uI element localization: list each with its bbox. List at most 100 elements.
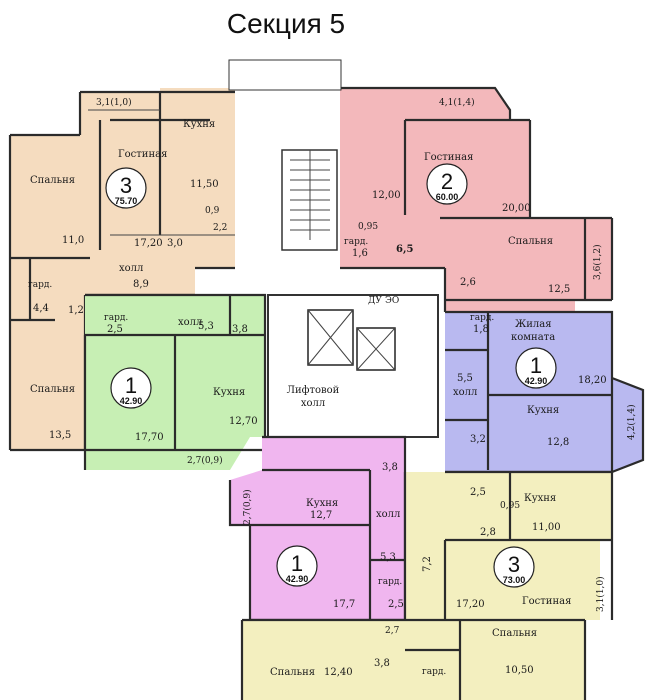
pink-gard-label: гард. bbox=[378, 577, 402, 587]
green-25-area: 2,5 bbox=[107, 324, 123, 335]
pink-kitchen-label: Кухня bbox=[306, 498, 338, 509]
green-1270-area: 12,70 bbox=[229, 416, 258, 427]
left-kitchen-area: 11,50 bbox=[190, 179, 219, 190]
apartment-3-left[interactable] bbox=[8, 88, 235, 452]
left-hall-label: холл bbox=[119, 263, 143, 274]
badge-1-blue-area: 42.90 bbox=[525, 376, 548, 386]
top-balcony-label: 4,1(1,4) bbox=[439, 97, 475, 108]
badge-2-top-area: 60.00 bbox=[436, 192, 459, 202]
pink-53-area: 5,3 bbox=[380, 552, 396, 563]
green-53-area: 5,3 bbox=[198, 321, 214, 332]
green-balcony-label: 2,7(0,9) bbox=[187, 455, 223, 466]
yellow-28-area: 2,8 bbox=[480, 527, 496, 538]
badge-1-blue-rooms: 1 bbox=[530, 353, 542, 378]
left-kitchen-label: Кухня bbox=[183, 119, 215, 130]
pink-25-area: 2,5 bbox=[388, 599, 404, 610]
green-kitchen-label: Кухня bbox=[213, 387, 245, 398]
left-30-area: 3,0 bbox=[167, 238, 183, 249]
blue-18-area: 1,8 bbox=[473, 324, 489, 335]
badge-3-left-rooms: 3 bbox=[120, 173, 132, 198]
green-1770-area: 17,70 bbox=[135, 432, 164, 443]
left-bedroom2-label: Спальня bbox=[30, 384, 75, 395]
yellow-kitchen-label: Кухня bbox=[524, 493, 556, 504]
badge-1-green-rooms: 1 bbox=[125, 373, 137, 398]
blue-living-label-1: Жилая bbox=[515, 319, 552, 330]
badge-2-top-rooms: 2 bbox=[441, 169, 453, 194]
badge-1-green-area: 42.90 bbox=[120, 396, 143, 406]
top-125-area: 12,5 bbox=[548, 284, 570, 295]
left-living-area: 17,20 bbox=[134, 238, 163, 249]
yellow-72-area: 7,2 bbox=[422, 556, 433, 572]
badge-3-left-area: 75.70 bbox=[115, 196, 138, 206]
blue-32-area: 3,2 bbox=[470, 434, 486, 445]
left-gard-area: 4,4 bbox=[33, 303, 49, 314]
yellow-095-area: 0,95 bbox=[500, 501, 520, 511]
left-living-label: Гостиная bbox=[118, 149, 167, 160]
section-title: Секция 5 bbox=[227, 8, 345, 39]
yellow-1050-area: 10,50 bbox=[505, 665, 534, 676]
left-bath2-area: 2,2 bbox=[213, 223, 227, 233]
blue-55-area: 5,5 bbox=[457, 373, 473, 384]
yellow-side-balcony: 3,1(1,0) bbox=[595, 576, 606, 612]
top-16-area: 1,6 bbox=[352, 248, 368, 259]
pink-38-area: 3,8 bbox=[382, 462, 398, 473]
top-living-label: Гостиная bbox=[424, 152, 473, 163]
apartment-1-pink[interactable] bbox=[228, 435, 407, 622]
apartment-2-top[interactable] bbox=[340, 86, 614, 312]
left-bedroom1-label: Спальня bbox=[30, 175, 75, 186]
badge-3-bottom-rooms: 3 bbox=[508, 552, 520, 577]
top-095-area: 0,95 bbox=[358, 222, 378, 232]
left-bedroom1-area: 11,0 bbox=[62, 235, 84, 246]
apt-3-bottom-fill bbox=[242, 472, 612, 700]
blue-kitchen-label: Кухня bbox=[527, 405, 559, 416]
badge-3-bottom: 3 73.00 bbox=[493, 546, 535, 588]
pink-127-area: 12,7 bbox=[310, 510, 332, 521]
yellow-38-area: 3,8 bbox=[374, 658, 390, 669]
top-26-area: 2,6 bbox=[460, 277, 476, 288]
badge-3-bottom-area: 73.00 bbox=[503, 575, 526, 585]
yellow-living-label: Гостиная bbox=[522, 596, 571, 607]
lift-hall-label-1: Лифтовой bbox=[287, 385, 340, 396]
badge-1-blue: 1 42.90 bbox=[515, 347, 557, 389]
yellow-bedroom1-label: Спальня bbox=[492, 628, 537, 639]
balcony-top-core bbox=[228, 59, 342, 91]
green-hall-label: холл bbox=[178, 317, 202, 328]
blue-1820-area: 18,20 bbox=[578, 375, 607, 386]
blue-living-label-2: комната bbox=[511, 332, 555, 343]
badge-1-pink-rooms: 1 bbox=[291, 551, 303, 576]
top-65-area: 6,5 bbox=[396, 244, 413, 255]
blue-hall-label: холл bbox=[453, 387, 477, 398]
badge-3-left: 3 75.70 bbox=[105, 167, 147, 209]
badge-1-pink-area: 42.90 bbox=[286, 574, 309, 584]
left-gard-label: гард. bbox=[28, 280, 52, 290]
badge-1-pink: 1 42.90 bbox=[276, 545, 318, 587]
eo-label: ЭО bbox=[385, 296, 399, 306]
badge-1-green: 1 42.90 bbox=[110, 367, 152, 409]
left-bedroom2-area: 13,5 bbox=[49, 430, 71, 441]
pink-balcony-label: 2,7(0,9) bbox=[242, 489, 253, 525]
apartment-1-blue[interactable] bbox=[445, 310, 645, 474]
yellow-25-area: 2,5 bbox=[470, 487, 486, 498]
top-gard-label: гард. bbox=[344, 237, 368, 247]
left-bath1-area: 0,9 bbox=[205, 206, 220, 216]
top-bedroom-label: Спальня bbox=[508, 236, 553, 247]
apartment-1-green[interactable] bbox=[83, 293, 267, 470]
blue-gard-label: гард. bbox=[470, 313, 494, 323]
apt-1-blue-fill bbox=[445, 312, 643, 472]
yellow-1720-area: 17,20 bbox=[456, 599, 485, 610]
yellow-1100-area: 11,00 bbox=[532, 522, 561, 533]
blue-128-area: 12,8 bbox=[547, 437, 569, 448]
du-label: ДУ bbox=[368, 296, 382, 306]
top-side-balcony: 3,6(1,2) bbox=[592, 244, 603, 280]
top-2000-area: 20,00 bbox=[502, 203, 531, 214]
pink-177-area: 17,7 bbox=[333, 599, 355, 610]
top-1200-area: 12,00 bbox=[372, 190, 401, 201]
left-hall-area: 8,9 bbox=[133, 279, 149, 290]
yellow-1240-area: 12,40 bbox=[324, 667, 353, 678]
yellow-gard-label: гард. bbox=[422, 667, 446, 677]
green-38-area: 3,8 bbox=[232, 324, 248, 335]
yellow-27-area: 2,7 bbox=[385, 626, 400, 636]
building-core: Лифтовой холл ДУ ЭО bbox=[228, 59, 439, 438]
apartment-3-bottom[interactable] bbox=[240, 470, 614, 700]
